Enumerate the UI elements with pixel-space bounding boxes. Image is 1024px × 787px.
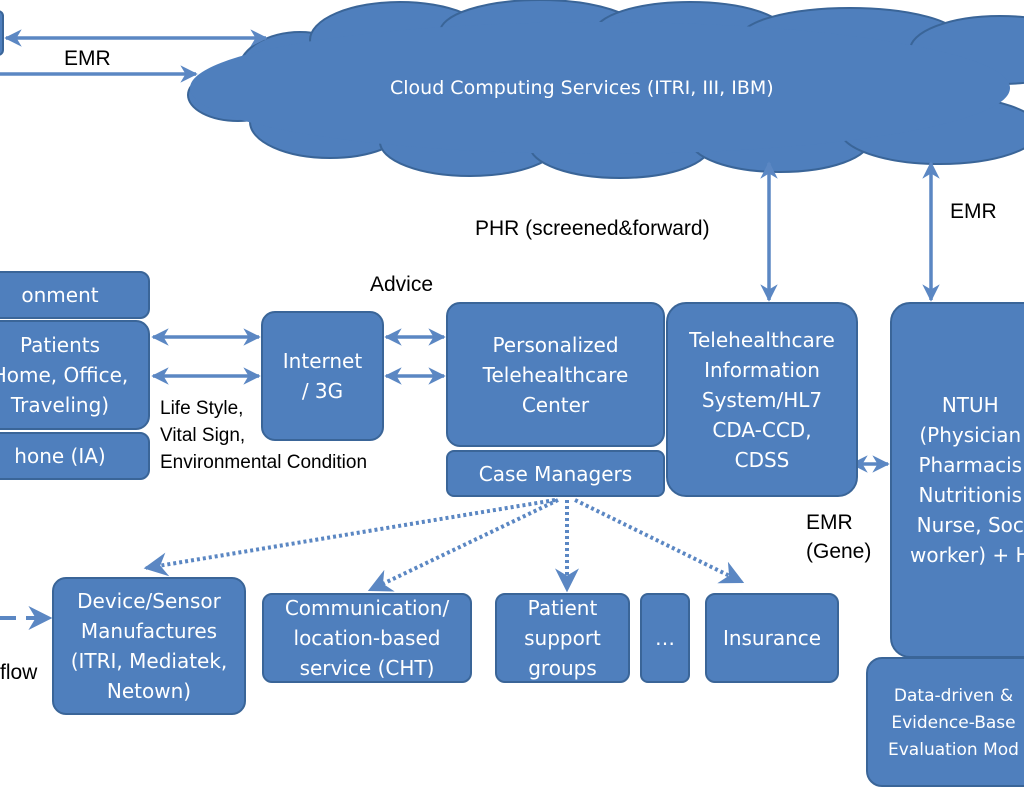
ntuh-box: NTUH (Physician Pharmacis Nutritionis Nu… xyxy=(890,302,1024,658)
phone-box: hone (IA) xyxy=(0,432,150,480)
dotted-arrow-communication xyxy=(367,498,559,592)
phr-label: PHR (screened&forward) xyxy=(475,217,710,240)
device-sensor-box: Device/Sensor Manufactures (ITRI, Mediat… xyxy=(52,577,246,715)
data-driven-box: Data-driven & Evidence-Base Evaluation M… xyxy=(866,657,1024,787)
emr-right-label: EMR xyxy=(950,200,997,223)
patients-box: Patients Home, Office, Traveling) xyxy=(0,320,150,430)
cloud-shape xyxy=(187,0,1024,179)
emr-top-label: EMR xyxy=(64,47,111,70)
environment-box: onment xyxy=(0,271,150,319)
communication-box: Communication/ location-based service (C… xyxy=(262,593,472,683)
telehealthcare-center-box: Personalized Telehealthcare Center xyxy=(446,302,665,447)
insurance-box: Insurance xyxy=(705,593,839,683)
emr-gene-label: EMR (Gene) xyxy=(806,511,872,563)
dotted-arrow-insurance xyxy=(574,498,745,584)
case-managers-box: Case Managers xyxy=(446,450,665,497)
offscreen-box-edge xyxy=(0,10,4,56)
dotted-arrow-device xyxy=(143,498,556,577)
life-style-label: Life Style, Vital Sign, Environmental Co… xyxy=(160,398,368,473)
telehealthcare-info-system-box: Telehealthcare Information System/HL7 CD… xyxy=(666,302,858,497)
internet-box: Internet / 3G xyxy=(261,311,384,441)
ellipsis-box: … xyxy=(640,593,690,683)
flow-label: flow xyxy=(0,661,38,684)
advice-label: Advice xyxy=(370,273,434,296)
connector-layer xyxy=(0,0,1024,630)
patient-support-box: Patient support groups xyxy=(495,593,630,683)
cloud-label: Cloud Computing Services (ITRI, III, IBM… xyxy=(390,77,774,99)
